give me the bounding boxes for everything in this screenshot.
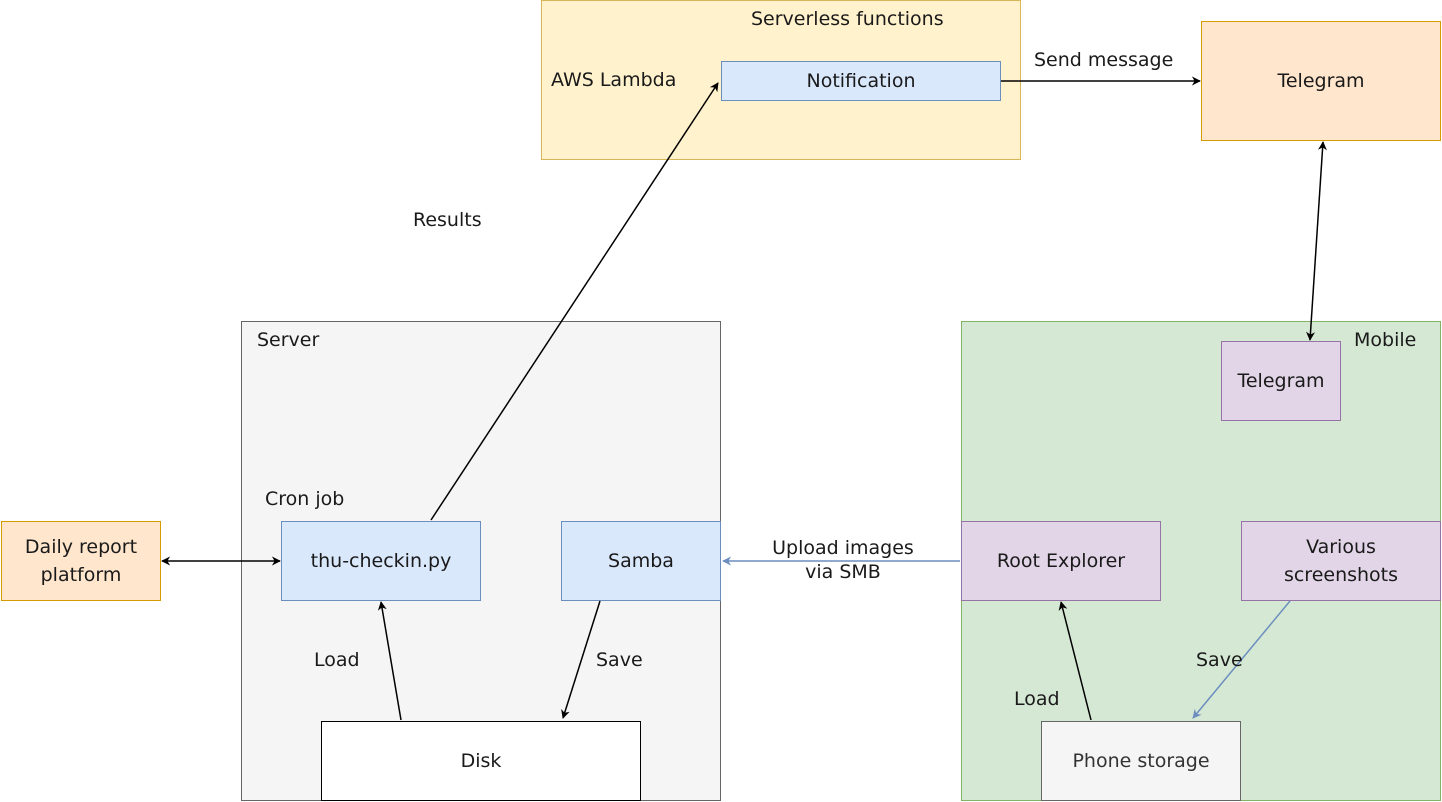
various-screenshots-node[interactable]: Various screenshots bbox=[1241, 521, 1441, 601]
cron-job-label: Cron job bbox=[265, 488, 345, 510]
upload-images-line2: via SMB bbox=[805, 560, 881, 583]
phone-storage-node[interactable]: Phone storage bbox=[1041, 721, 1241, 801]
thu-checkin-node[interactable]: thu-checkin.py bbox=[281, 521, 481, 601]
various-screenshots-line1: Various bbox=[1306, 535, 1376, 558]
aws-lambda-label: AWS Lambda bbox=[551, 69, 677, 91]
save-mobile-label: Save bbox=[1196, 649, 1243, 671]
samba-node[interactable]: Samba bbox=[561, 521, 721, 601]
server-title: Server bbox=[257, 329, 320, 351]
edge-save-server bbox=[561, 600, 601, 719]
edge-telegram-sync bbox=[1306, 141, 1327, 341]
root-explorer-node[interactable]: Root Explorer bbox=[961, 521, 1161, 601]
results-label: Results bbox=[413, 209, 482, 231]
daily-report-platform-node[interactable]: Daily report platform bbox=[1, 521, 161, 601]
upload-images-label: Upload images via SMB bbox=[753, 537, 933, 585]
serverless-functions-title: Serverless functions bbox=[751, 8, 944, 30]
edge-save-mobile bbox=[1192, 600, 1291, 719]
save-server-label: Save bbox=[596, 649, 643, 671]
send-message-label: Send message bbox=[1034, 49, 1174, 71]
mobile-title: Mobile bbox=[1354, 329, 1417, 351]
disk-node[interactable]: Disk bbox=[321, 721, 641, 801]
notification-node[interactable]: Notification bbox=[721, 61, 1001, 101]
edge-results bbox=[430, 82, 719, 521]
various-screenshots-line2: screenshots bbox=[1283, 564, 1399, 586]
daily-report-line1: Daily report bbox=[24, 535, 138, 558]
daily-report-line2: platform bbox=[40, 564, 122, 586]
edge-load-server bbox=[377, 601, 402, 721]
load-server-label: Load bbox=[314, 649, 360, 671]
edge-load-mobile bbox=[1058, 601, 1092, 721]
telegram-mobile-node[interactable]: Telegram bbox=[1221, 341, 1341, 421]
load-mobile-label: Load bbox=[1014, 688, 1060, 710]
telegram-cloud-node[interactable]: Telegram bbox=[1201, 21, 1441, 141]
upload-images-line1: Upload images bbox=[772, 537, 914, 559]
